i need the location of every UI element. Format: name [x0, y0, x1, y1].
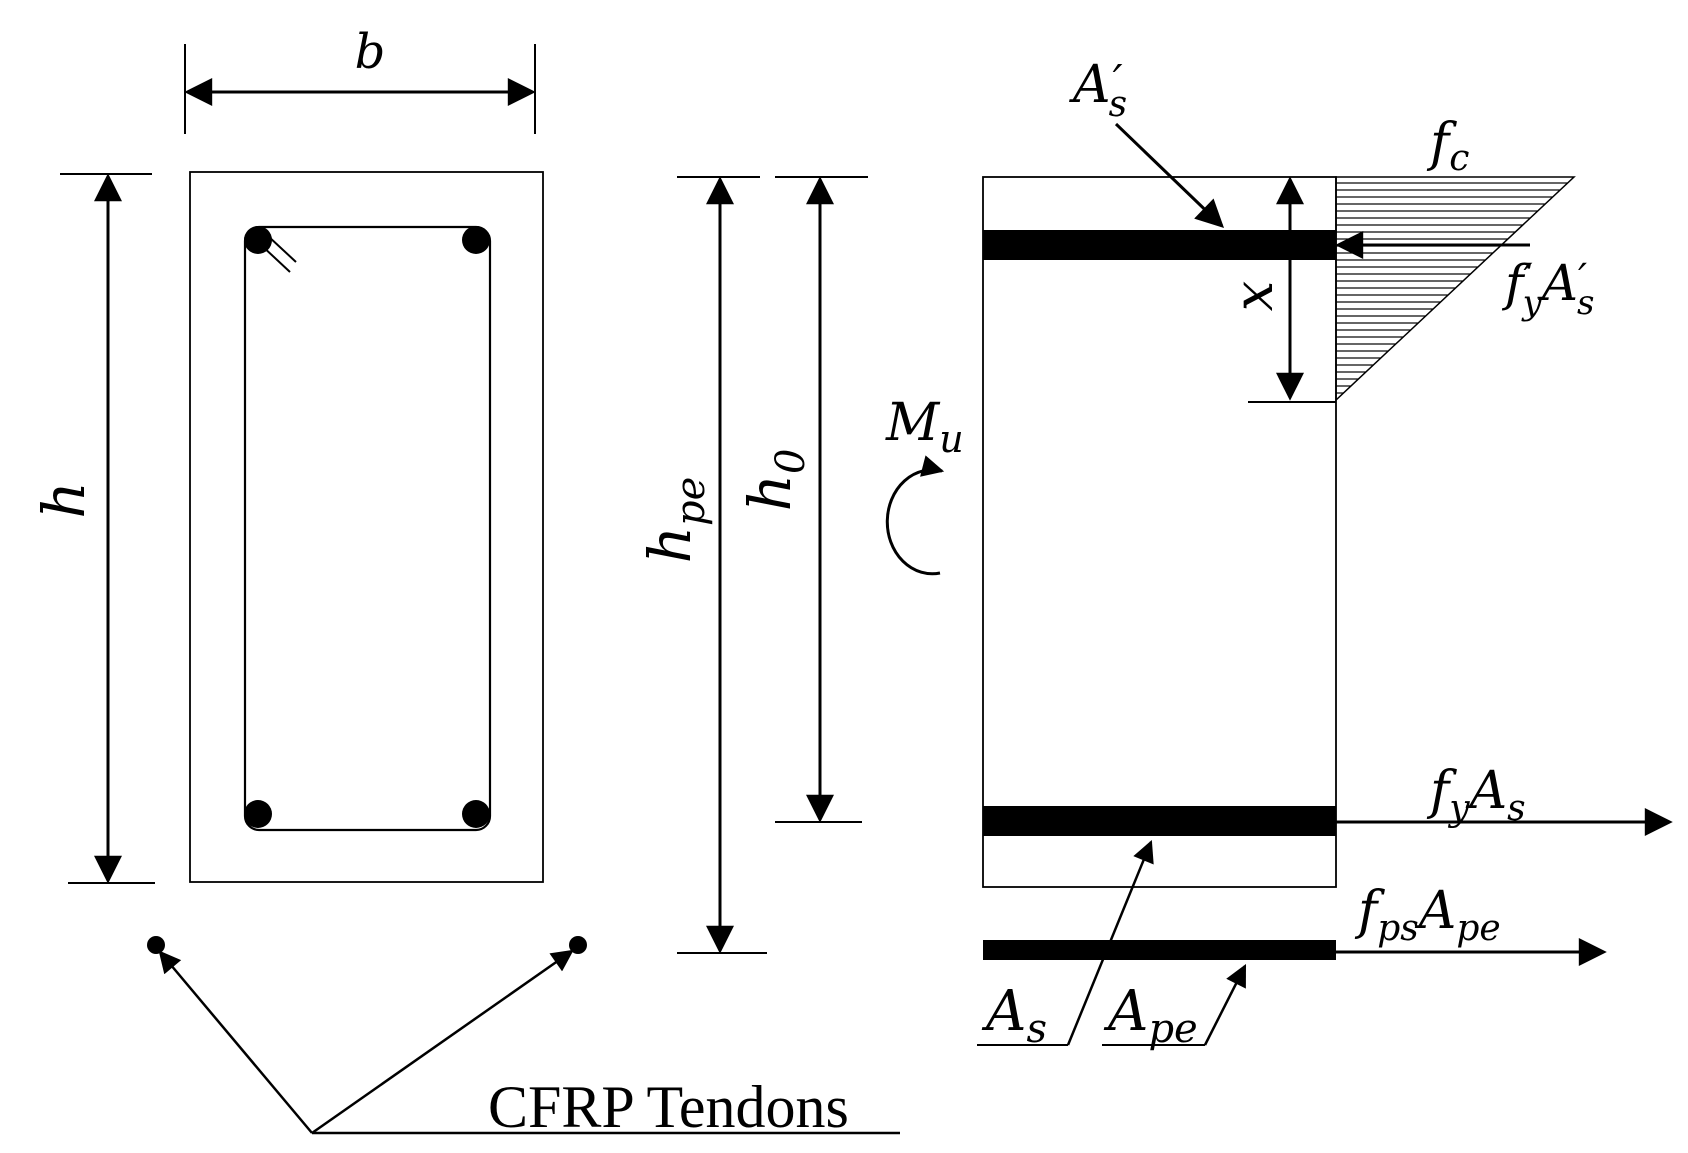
tension-steel-bar	[983, 806, 1336, 836]
svg-text:h0: h0	[736, 449, 814, 512]
stress-section: x A′s fc f′yA′s Mu fyAs	[885, 55, 1673, 1052]
Ape-label: Ape	[1103, 979, 1198, 1052]
moment-arc	[885, 455, 945, 576]
cfrp-tendons-label: CFRP Tendons	[488, 1074, 849, 1140]
section-outline	[982, 176, 1337, 888]
h0-label: h0	[736, 449, 814, 512]
stirrup-hook-2	[267, 235, 297, 263]
cfrp-tendon-bar	[983, 940, 1336, 960]
fps-Ape-label: fpsApe	[1354, 881, 1501, 949]
rebar-bottom-left	[244, 800, 272, 828]
stirrup	[243, 225, 492, 832]
cfrp-tendon-right	[569, 936, 587, 954]
b-label: b	[355, 24, 386, 80]
depth-dimensions: hpe h0	[636, 176, 868, 954]
As-label: As	[981, 979, 1047, 1052]
compression-steel-bar	[983, 230, 1336, 260]
cfrp-tendon-left	[147, 936, 165, 954]
h-label: h	[30, 481, 98, 518]
rebar-bottom-right	[462, 800, 490, 828]
fc-label: fc	[1426, 113, 1469, 179]
rebar-top-right	[462, 226, 490, 254]
As-prime-leader	[1114, 122, 1225, 228]
concrete-section	[189, 171, 544, 883]
stirrup-hook-1	[259, 243, 291, 273]
fy-As-label: fyAs	[1426, 761, 1526, 829]
Ape-leader	[1203, 964, 1247, 1046]
hpe-label: hpe	[636, 477, 714, 564]
Mu-label: Mu	[885, 393, 964, 461]
As-prime-label: A′s	[1069, 55, 1127, 125]
x-label: x	[1222, 281, 1285, 311]
cfrp-leader-left	[158, 950, 313, 1134]
cross-section: b h CFRP Tendons	[30, 24, 900, 1140]
svg-text:hpe: hpe	[636, 477, 714, 564]
fy-prime-As-prime-label: f′yA′s	[1501, 254, 1594, 323]
As-leader	[1066, 839, 1154, 1046]
cfrp-leader-right	[311, 949, 574, 1135]
rebar-top-left	[244, 226, 272, 254]
stress-block	[1335, 176, 1576, 402]
